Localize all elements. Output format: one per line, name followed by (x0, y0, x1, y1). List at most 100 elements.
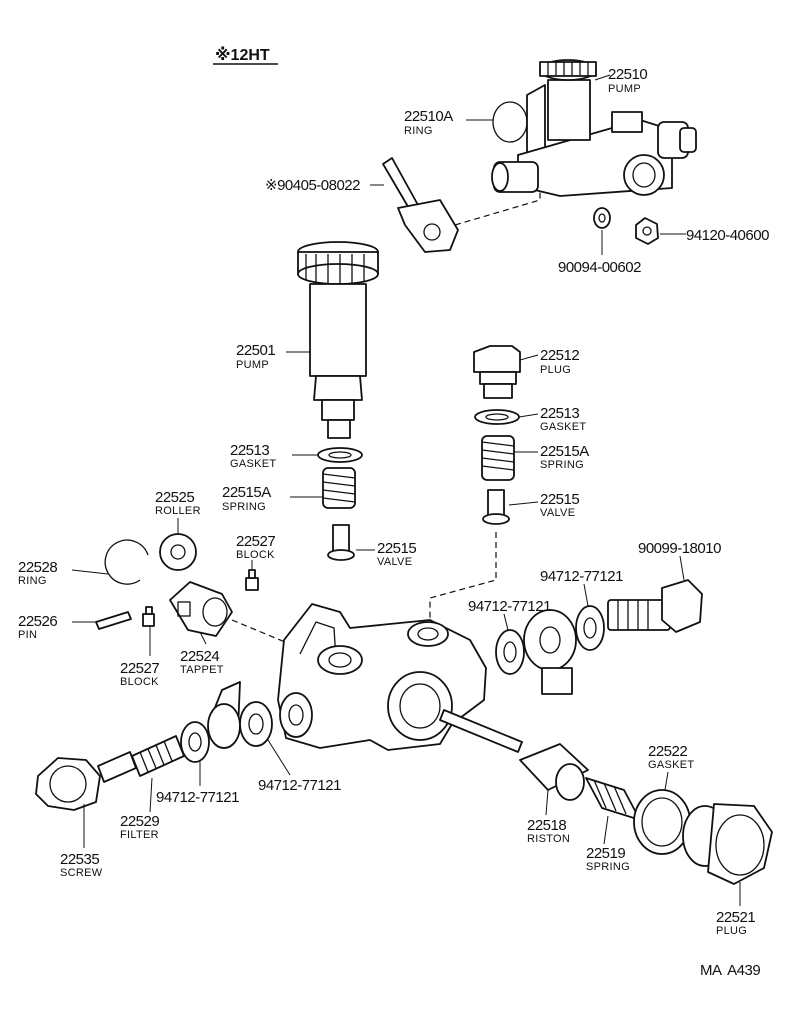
pin-22526 (95, 611, 132, 630)
label-22510a-number: 22510A (404, 108, 453, 125)
valve-22515-right (482, 489, 510, 525)
label-22515a-number: 22515 (377, 540, 416, 557)
label-22524-number: 22524 (180, 648, 219, 665)
block-22527-upper (245, 569, 259, 591)
label-94712b-number: 94712-77121 (468, 598, 551, 615)
label-90099-number: 90099-18010 (638, 540, 721, 557)
roller-22525 (159, 533, 197, 571)
label-22518-name: RISTON (527, 833, 570, 845)
label-22529-number: 22529 (120, 813, 159, 830)
label-22526-name: PIN (18, 629, 37, 641)
block-22527-lower (142, 606, 155, 627)
figure-code: MA A439 (700, 962, 760, 979)
piston-rod (439, 709, 523, 753)
label-22515a-name: VALVE (377, 556, 412, 568)
label-90094-number: 90094-00602 (558, 259, 641, 276)
washer-94712-left-a (180, 721, 210, 763)
label-22522-name: GASKET (648, 759, 694, 771)
label-22515b-name: VALVE (540, 507, 575, 519)
label-22501-number: 22501 (236, 342, 275, 359)
label-22527a-number: 22527 (236, 533, 275, 550)
label-22515b-number: 22515 (540, 491, 579, 508)
tappet-22524 (169, 581, 233, 637)
label-22513b-name: GASKET (540, 421, 586, 433)
label-94120-number: 94120-40600 (686, 227, 769, 244)
label-22519-name: SPRING (586, 861, 630, 873)
union-bolt-90099 (607, 579, 703, 633)
spring-22515a-left (322, 467, 356, 509)
label-22513a-number: 22513 (230, 442, 269, 459)
model-note: ※12HT (215, 46, 270, 64)
label-22521-number: 22521 (716, 909, 755, 926)
hand-pump-22501 (297, 241, 379, 439)
label-22519-number: 22519 (586, 845, 625, 862)
label-22522-number: 22522 (648, 743, 687, 760)
gasket-22513-right (474, 409, 520, 425)
label-22515aa-name: SPRING (222, 501, 266, 513)
label-94712d-number: 94712-77121 (258, 777, 341, 794)
washer-94712-left-b (239, 701, 273, 747)
ring-22510a (492, 101, 528, 143)
washer-90094 (593, 207, 611, 229)
hand-pump-body (309, 283, 367, 377)
pump-knob-rim (539, 61, 597, 77)
label-22515aa-number: 22515A (222, 484, 271, 501)
label-22526-number: 22526 (18, 613, 57, 630)
label-22521-name: PLUG (716, 925, 747, 937)
plug-22521 (682, 803, 773, 885)
spring-22515a-right (481, 435, 515, 481)
nut-94120 (635, 217, 659, 245)
label-22510-number: 22510 (608, 66, 647, 83)
valve-22515-left (327, 524, 355, 561)
label-22528-number: 22528 (18, 559, 57, 576)
dash-link-top (454, 190, 541, 226)
plug-22512 (473, 345, 521, 399)
label-22535-name: SCREW (60, 867, 103, 879)
label-22515ab-number: 22515A (540, 443, 589, 460)
label-22518-number: 22518 (527, 817, 566, 834)
label-22525-name: ROLLER (155, 505, 201, 517)
label-22524-name: TAPPET (180, 664, 224, 676)
union-eye (523, 609, 577, 695)
label-22525-number: 22525 (155, 489, 194, 506)
cam-lever (397, 199, 459, 253)
housing-port-side (279, 692, 313, 738)
spring-22519 (585, 777, 641, 821)
filter-22529 (131, 735, 185, 777)
pump-cylinder (547, 79, 591, 141)
label-22513b-number: 22513 (540, 405, 579, 422)
label-94712a-number: 94712-77121 (540, 568, 623, 585)
gasket-22513-left (317, 447, 363, 463)
pump-housing (277, 603, 487, 751)
washer-94712-right-a (575, 605, 605, 651)
label-22527b-name: BLOCK (120, 676, 159, 688)
hand-pump-thread (327, 419, 351, 439)
label-22528-name: RING (18, 575, 47, 587)
washer-94712-right-b (495, 629, 525, 675)
label-22510-name: PUMP (608, 83, 641, 95)
housing-port-top (407, 621, 449, 647)
label-22512-name: PLUG (540, 364, 571, 376)
cam-pin (382, 157, 419, 211)
label-22529-name: FILTER (120, 829, 159, 841)
label-94712c-number: 94712-77121 (156, 789, 239, 806)
ring-22528 (104, 539, 149, 585)
label-22535-number: 22535 (60, 851, 99, 868)
label-22501-name: PUMP (236, 359, 269, 371)
label-22527b-number: 22527 (120, 660, 159, 677)
dash-link-tappet (231, 619, 286, 643)
pump-assembly-22510 (382, 59, 697, 253)
label-22527a-name: BLOCK (236, 549, 275, 561)
dash-link-valve (429, 532, 497, 630)
top-hex-plug (611, 111, 643, 133)
union-eye-left (207, 681, 241, 749)
housing-bore (387, 671, 453, 741)
label-22515ab-name: SPRING (540, 459, 584, 471)
label-22512-number: 22512 (540, 347, 579, 364)
label-22513a-name: GASKET (230, 458, 276, 470)
label-22510a-name: RING (404, 125, 433, 137)
outlet-port (623, 154, 665, 196)
housing-port-left (317, 645, 363, 675)
screw-22535 (35, 751, 137, 811)
